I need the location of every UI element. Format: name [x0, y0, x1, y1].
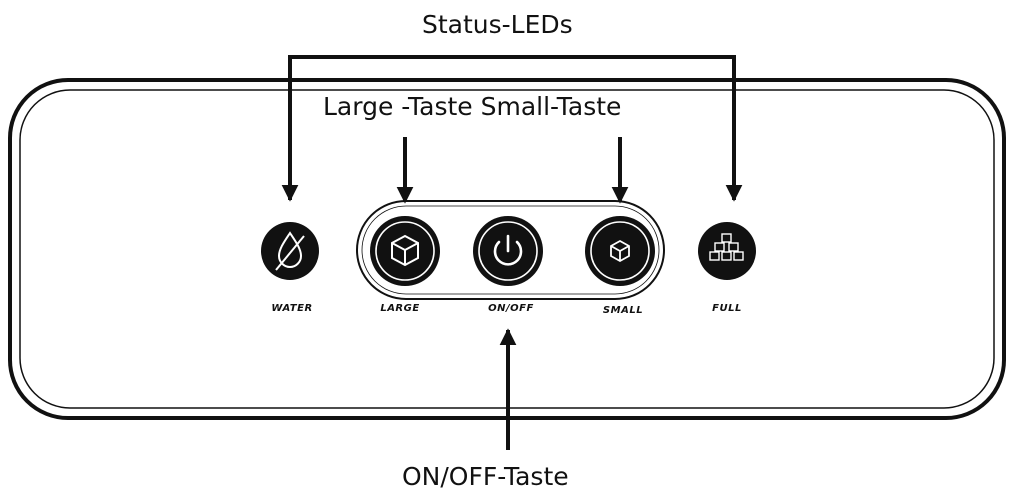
on-off-taste-callout: ON/OFF-Taste — [402, 462, 569, 491]
small-button[interactable] — [585, 216, 655, 286]
large-small-taste-callout: Large -Taste Small-Taste — [323, 92, 622, 121]
full-caption: FULL — [712, 303, 742, 314]
on-off-button[interactable] — [473, 216, 543, 286]
small-caption: SMALL — [602, 305, 644, 316]
full-led — [698, 222, 756, 280]
on-off-caption: ON/OFF — [488, 303, 534, 314]
button-group-outline — [356, 200, 665, 300]
water-led — [261, 222, 319, 280]
large-ice-cube-icon — [391, 234, 419, 267]
small-ice-cube-icon — [610, 239, 630, 263]
status-leds-callout: Status-LEDs — [422, 10, 573, 39]
water-caption: WATER — [271, 303, 313, 314]
water-drop-icon — [275, 231, 305, 271]
button-group-inner-outline — [361, 205, 660, 295]
ice-full-icon — [709, 233, 744, 261]
power-icon — [493, 234, 523, 266]
large-button[interactable] — [370, 216, 440, 286]
large-caption: LARGE — [380, 303, 420, 314]
